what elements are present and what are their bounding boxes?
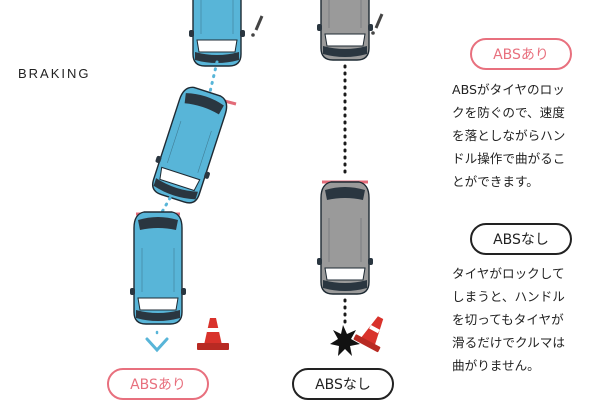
traffic-cone-knocked-icon (353, 316, 384, 353)
abs-car-turning (145, 82, 235, 208)
abs-car-bottom (129, 211, 187, 325)
abs-path-dots-1 (208, 60, 219, 94)
chevron-down-icon (145, 337, 169, 353)
collision-burst-icon (330, 325, 360, 356)
panel-no-abs-label: ABSなし (470, 223, 572, 255)
warning-mark-icon (371, 13, 384, 35)
traffic-cone-icon (197, 318, 229, 350)
abs-path-dots-2 (160, 196, 172, 214)
panel-abs-equipped-text: ABSがタイヤのロッ クを防ぐので、速度 を落としながらハン ドル操作で曲がるこ… (452, 82, 566, 189)
no-abs-car-bottom (316, 181, 374, 295)
warning-mark-icon (251, 15, 264, 37)
panel-abs-equipped-label: ABSあり (470, 38, 572, 70)
abs-car-top (188, 0, 246, 67)
braking-heading: BRAKING (18, 66, 91, 81)
no-abs-label: ABSなし (292, 368, 394, 400)
abs-equipped-label: ABSあり (107, 368, 209, 400)
no-abs-car-top (316, 0, 374, 61)
panel-no-abs-text: タイヤがロックして しまうと、ハンドル を切ってもタイヤが 滑るだけでクルマは … (452, 266, 565, 373)
